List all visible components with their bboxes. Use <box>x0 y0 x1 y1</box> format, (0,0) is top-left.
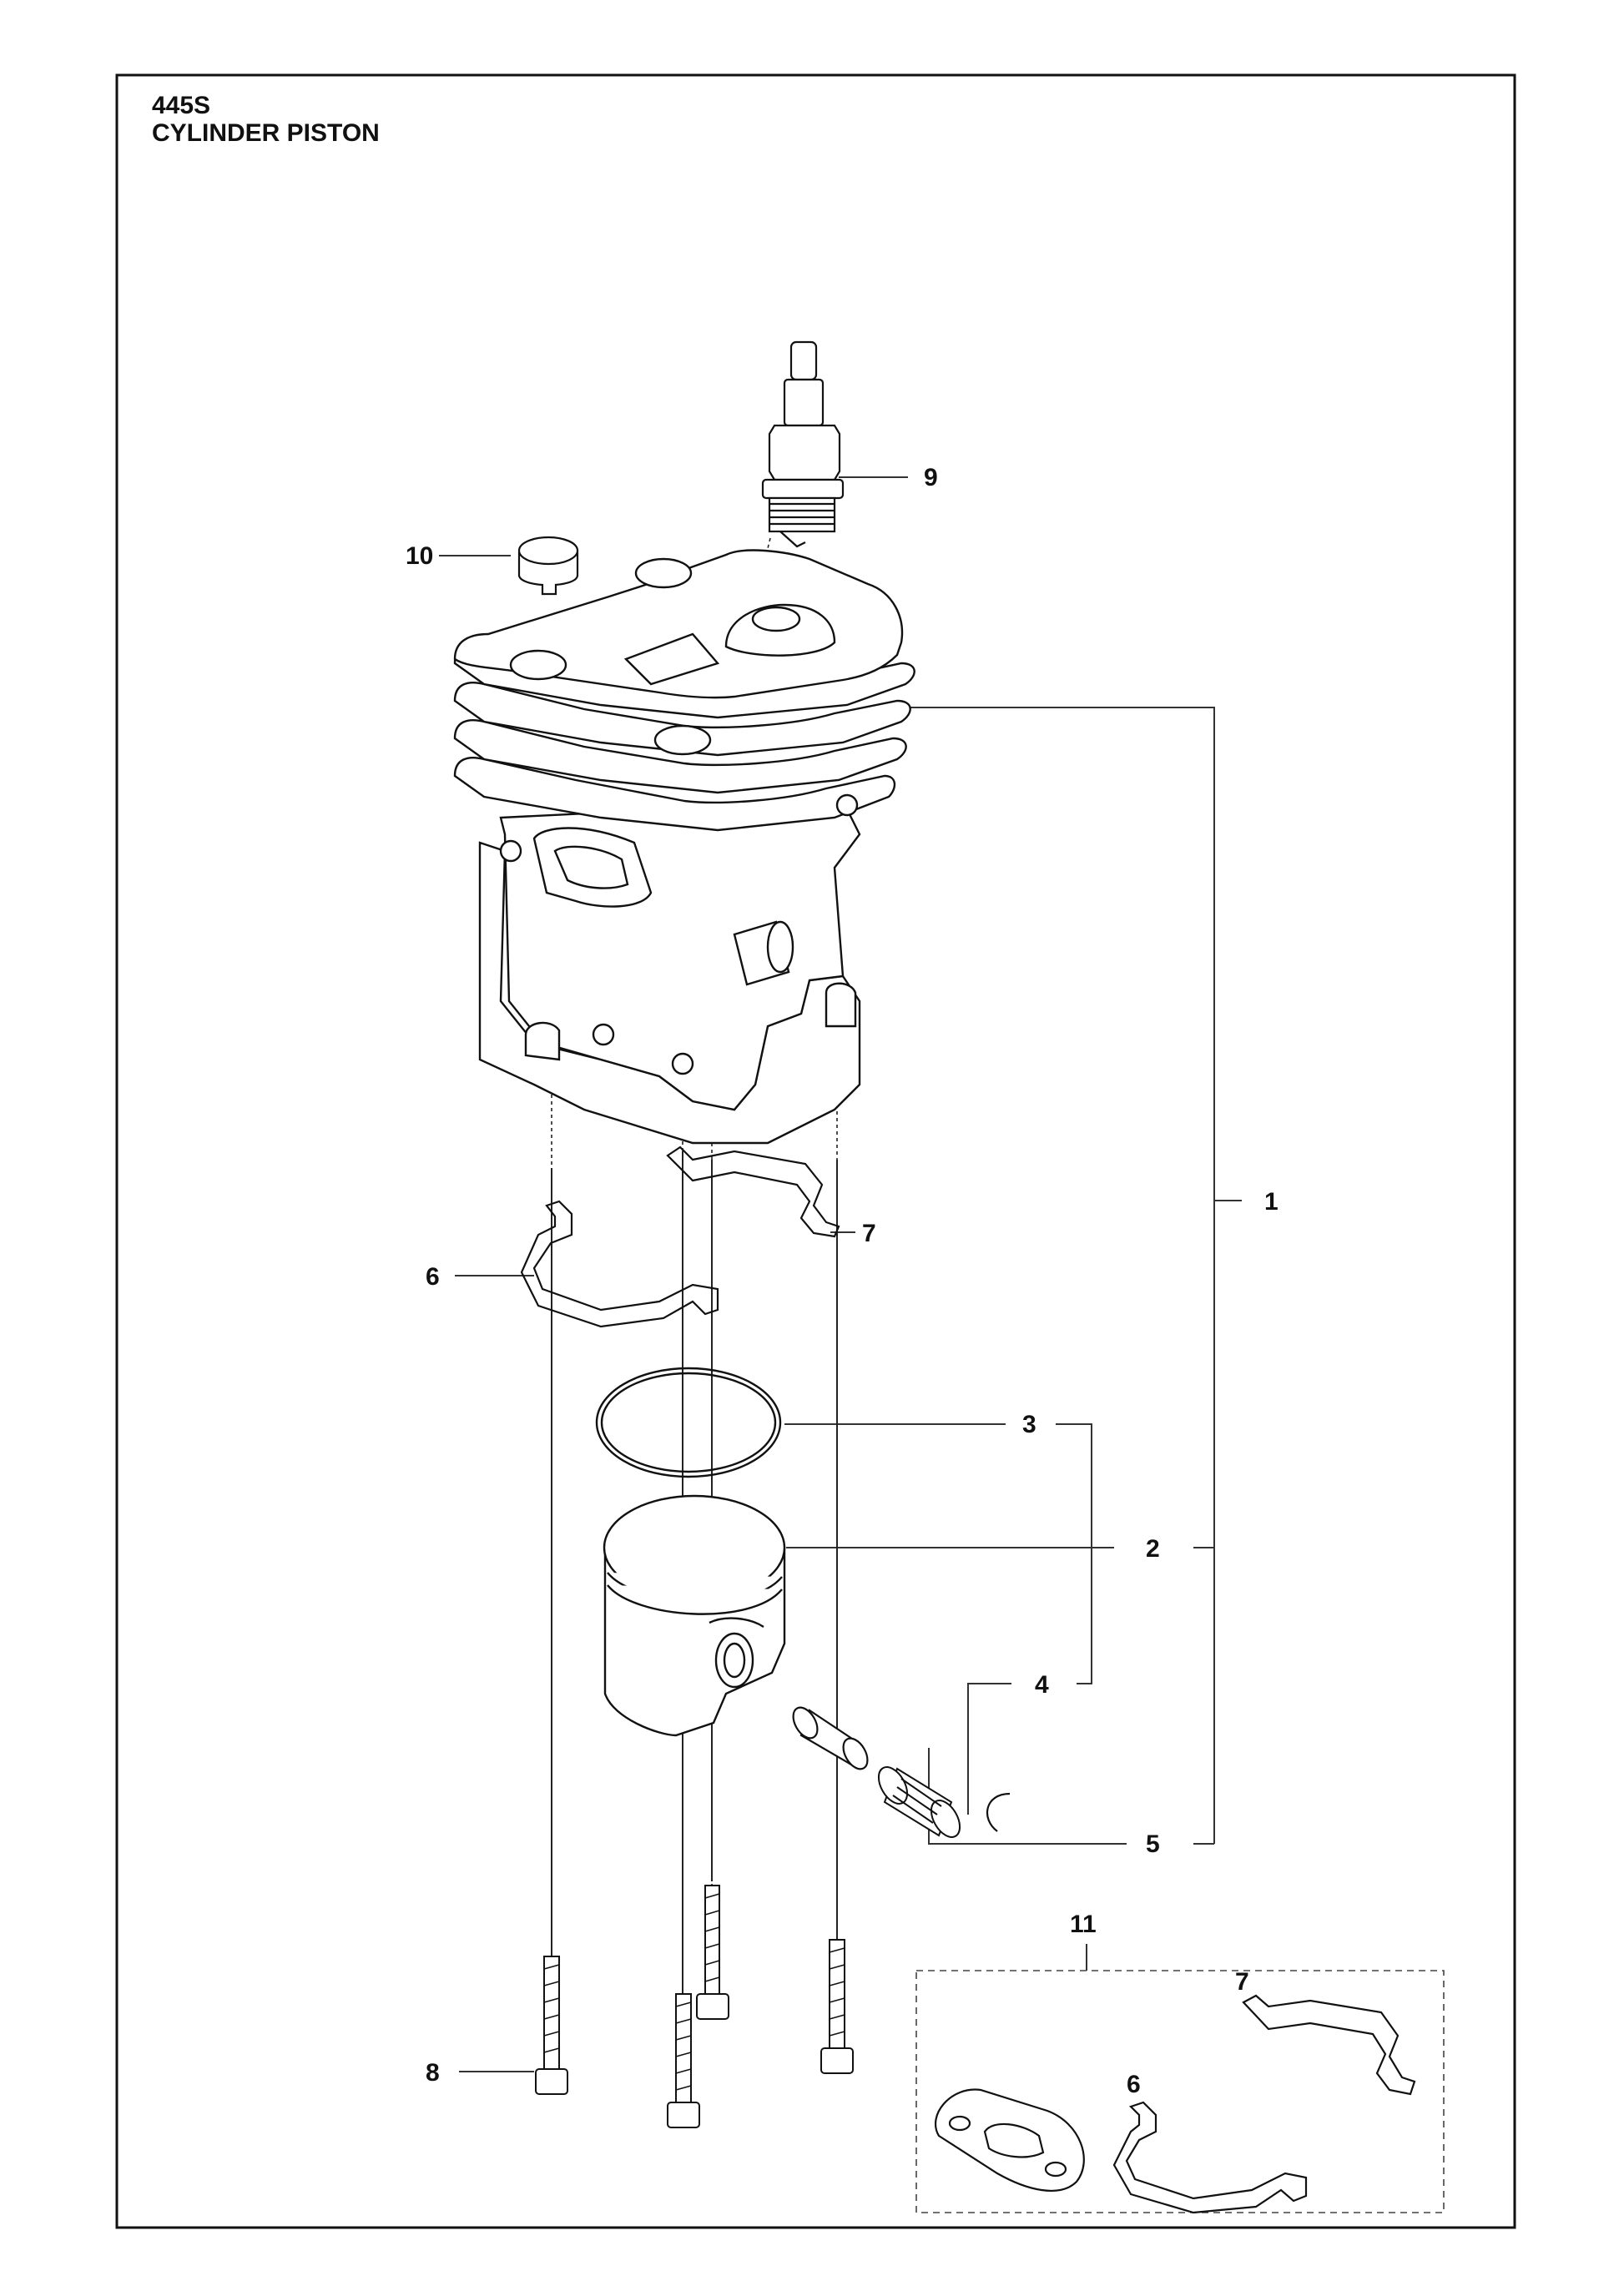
section-title: CYLINDER PISTON <box>152 119 380 147</box>
gasket-kit-box <box>915 1970 1445 2213</box>
decompression-cap <box>517 536 579 596</box>
piston <box>603 1494 786 1737</box>
cylinder-gasket-7 <box>666 1145 840 1238</box>
spark-plug <box>761 340 845 548</box>
callout-6: 6 <box>426 1263 440 1291</box>
kit-gasket-7 <box>1242 1994 1416 2096</box>
callout-labels: 9 10 1 7 6 3 2 4 5 8 11 6 7 <box>406 464 1279 2098</box>
cylinder-gasket-6 <box>520 1200 719 1328</box>
callout-5: 5 <box>1146 1830 1160 1858</box>
exhaust-gasket <box>934 2088 1085 2192</box>
wrist-pin <box>792 1706 869 1770</box>
model-number: 445S <box>152 92 211 119</box>
kit-gasket-6 <box>1112 2101 1308 2214</box>
callout-1: 1 <box>1264 1188 1279 1216</box>
circlip <box>986 1792 1011 1832</box>
callout-11: 11 <box>1070 1911 1097 1938</box>
callout-kit-6: 6 <box>1127 2071 1141 2098</box>
callout-kit-7: 7 <box>1235 1968 1249 1996</box>
callout-2: 2 <box>1146 1535 1160 1563</box>
callout-8: 8 <box>426 2059 440 2087</box>
callout-7: 7 <box>862 1220 876 1247</box>
screw-threads <box>543 1893 845 2091</box>
callout-3: 3 <box>1022 1411 1036 1438</box>
page-border <box>115 73 1516 2229</box>
callout-10: 10 <box>406 542 433 570</box>
cylinder <box>453 549 915 1145</box>
leader-lines <box>439 476 1242 2072</box>
cylinder-screws <box>535 1885 854 2128</box>
piston-ring <box>595 1367 782 1478</box>
callout-4: 4 <box>1035 1671 1049 1699</box>
needle-bearing <box>877 1766 961 1838</box>
callout-9: 9 <box>924 464 938 491</box>
